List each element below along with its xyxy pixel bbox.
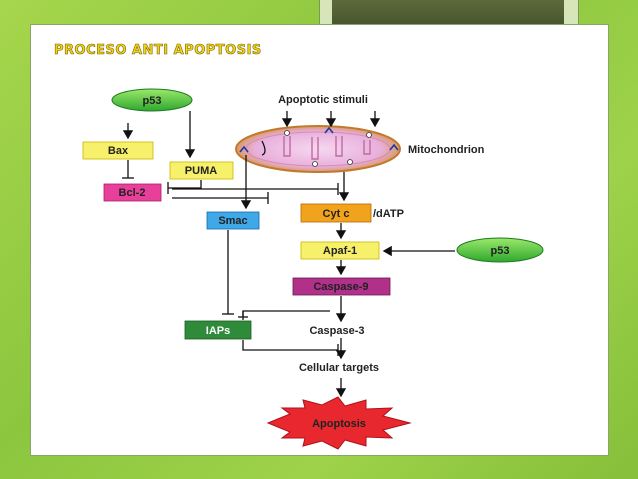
apoptosis-label: Apoptosis [312,418,366,430]
slide-title: PROCESO ANTI APOPTOSIS [54,43,262,59]
cellular-targets-label: Cellular targets [299,362,379,374]
edge-iaps-targets [242,340,338,351]
mitochondrion-label: Mitochondrion [408,144,485,156]
p53-right-node: p53 [456,237,544,263]
edge-puma-bcl2 [168,180,202,189]
cytc-label: Cyt c [323,208,350,220]
caspase9-node: Caspase-9 [292,277,391,296]
apaf1-node: Apaf-1 [300,241,380,260]
caspase9-label: Caspase-9 [313,281,368,293]
p53-right-label: p53 [491,245,510,257]
bcl2-label: Bcl-2 [119,187,146,199]
edge-iaps-inhibit-caspase [242,310,330,320]
smac-label: Smac [218,215,247,227]
cytc-node: Cyt c [300,203,372,223]
bax-label: Bax [108,145,129,157]
bax-node: Bax [82,141,154,160]
puma-node: PUMA [169,161,234,180]
puma-label: PUMA [185,165,217,177]
apoptosis-node: Apoptosis [266,396,412,450]
p53-top-node: p53 [111,88,193,112]
smac-node: Smac [206,211,260,230]
apoptotic-stimuli-label: Apoptotic stimuli [278,94,368,106]
datp-label: /dATP [373,208,404,220]
iaps-node: IAPs [184,320,252,340]
caspase3-label: Caspase-3 [309,325,364,337]
apaf1-label: Apaf-1 [323,245,357,257]
bcl2-node: Bcl-2 [103,183,162,202]
iaps-label: IAPs [206,325,230,337]
p53-top-label: p53 [143,95,162,107]
mitochondrion-node [235,125,401,173]
